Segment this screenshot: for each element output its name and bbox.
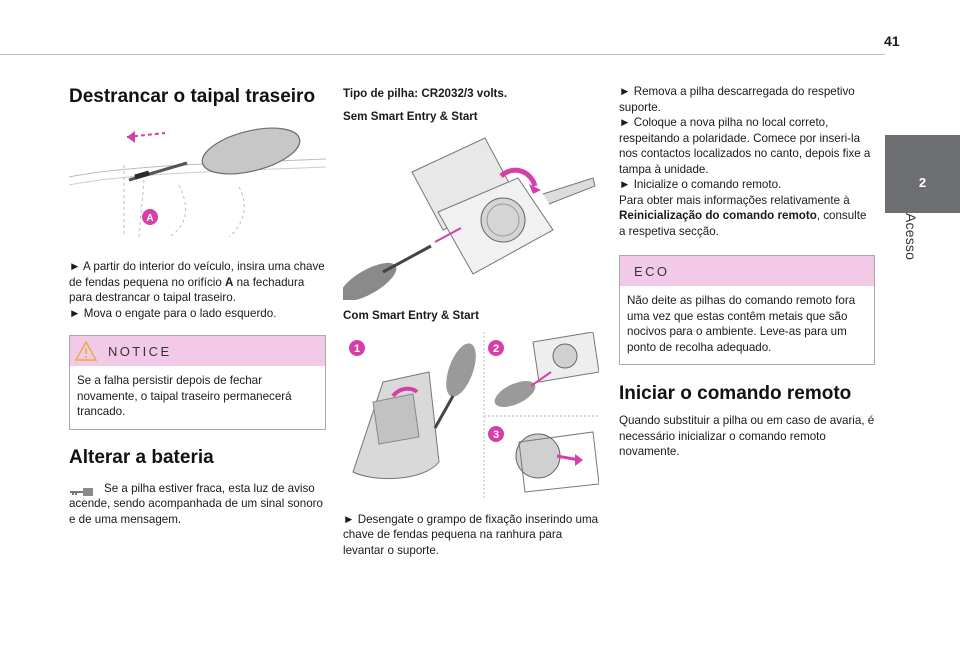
warning-triangle-icon <box>75 341 97 361</box>
notice-text: Se a falha persistir depois de fechar no… <box>77 374 292 418</box>
header-divider <box>0 54 885 55</box>
column-right: ► Remova a pilha descarregada do respeti… <box>619 80 875 460</box>
section-heading-init-remote: Iniciar o comando remoto <box>619 383 852 404</box>
no-smart-entry-label: Sem Smart Entry & Start <box>343 109 478 123</box>
battery-warning-paragraph: Se a pilha estiver fraca, esta luz de av… <box>69 481 326 528</box>
eco-title: ECO <box>634 264 670 279</box>
battery-warning-text: Se a pilha estiver fraca, esta luz de av… <box>69 481 323 526</box>
column-left: Destrancar o taipal traseiro A ► A parti… <box>68 80 327 528</box>
chapter-number: 2 <box>918 175 927 190</box>
svg-text:A: A <box>146 213 153 224</box>
page-number: 41 <box>884 33 900 49</box>
step-insert-battery: ► Coloque a nova pilha no local correto,… <box>619 116 871 176</box>
step-release-clip: ► Desengate o grampo de fixação inserind… <box>343 512 599 557</box>
chapter-tab[interactable]: 2 <box>885 135 960 213</box>
with-smart-entry-label: Com Smart Entry & Start <box>343 309 479 322</box>
eco-text: Não deite as pilhas do comando remoto fo… <box>627 294 856 354</box>
column-middle: Tipo de pilha: CR2032/3 volts. Sem Smart… <box>339 80 600 558</box>
key-no-smart-graphic <box>339 137 596 302</box>
step-initialize-remote: ► Inicialize o comando remoto. <box>619 178 782 191</box>
eco-box: ECO Não deite as pilhas do comando remot… <box>619 255 875 365</box>
tailgate-illustration-graphic: A <box>68 127 327 238</box>
step-insert-screwdriver: ► A partir do interior do veículo, insir… <box>69 260 325 304</box>
marker-2: 2 <box>493 343 499 355</box>
key-no-smart-illustration <box>339 134 599 302</box>
notice-header: NOTICE <box>70 336 325 366</box>
chapter-label: Acesso <box>903 213 919 261</box>
section-heading-tailgate: Destrancar o taipal traseiro <box>69 86 316 107</box>
reinit-link-text: Reinicialização do comando remoto <box>619 209 817 222</box>
init-remote-text: Quando substituir a pilha ou em caso de … <box>619 414 875 458</box>
step-remove-battery: ► Remova a pilha descarregada do respeti… <box>619 85 855 114</box>
notice-body: Se a falha persistir depois de fechar no… <box>70 366 325 429</box>
key-smart-illustration: 1 2 3 <box>343 330 600 500</box>
marker-1: 1 <box>354 343 360 355</box>
eco-body: Não deite as pilhas do comando remoto fo… <box>620 286 874 364</box>
key-smart-graphic: 1 2 3 <box>349 330 600 500</box>
notice-title: NOTICE <box>108 344 172 359</box>
section-heading-battery: Alterar a bateria <box>69 446 214 468</box>
reinit-info: Para obter mais informações relativament… <box>619 193 867 238</box>
marker-3: 3 <box>493 429 499 441</box>
key-battery-warning-icon <box>70 487 93 496</box>
tailgate-lock-illustration: A <box>68 125 327 239</box>
battery-type-line: Tipo de pilha: CR2032/3 volts. <box>343 87 508 100</box>
step-move-latch: ► Mova o engate para o lado esquerdo. <box>69 306 277 320</box>
notice-box: NOTICE Se a falha persistir depois de fe… <box>69 335 326 430</box>
eco-header: ECO <box>620 256 874 286</box>
